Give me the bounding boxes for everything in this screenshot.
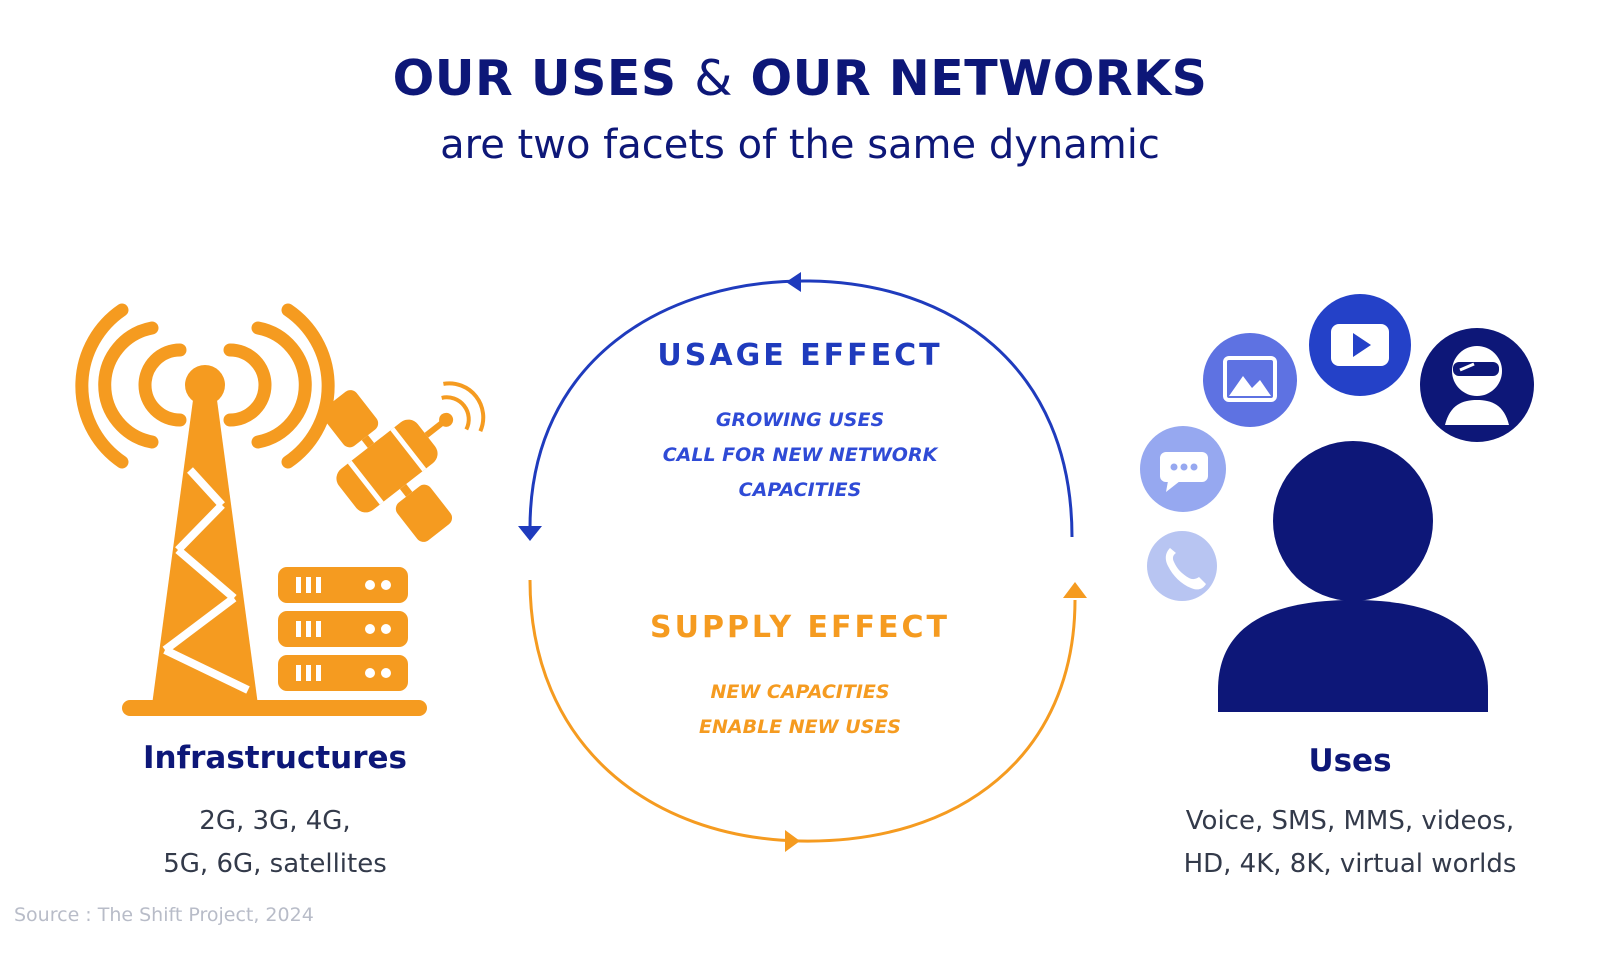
- vr-headset-icon: [1420, 328, 1534, 442]
- page-subtitle: are two facets of the same dynamic: [440, 122, 1160, 168]
- supply-effect-line-1: NEW CAPACITIES: [710, 681, 890, 703]
- title-part1: OUR USES: [392, 50, 677, 107]
- uses-description: Voice, SMS, MMS, videos, HD, 4K, 8K, vir…: [1140, 800, 1560, 886]
- phone-icon: [1147, 531, 1217, 601]
- infrastructures-title: Infrastructures: [143, 740, 407, 776]
- video-play-icon: [1309, 294, 1411, 396]
- source-note: Source : The Shift Project, 2024: [14, 904, 314, 926]
- usage-effect-line-3: CAPACITIES: [738, 479, 862, 501]
- radio-tower-icon: [75, 303, 427, 716]
- arrowhead-down-icon: [518, 526, 542, 541]
- infrastructures-line-1: 2G, 3G, 4G,: [199, 806, 351, 836]
- supply-effect-arc: [528, 579, 1087, 852]
- infrastructures-line-2: 5G, 6G, satellites: [163, 849, 387, 879]
- page-title: OUR USES & OUR NETWORKS: [0, 50, 1600, 107]
- supply-effect-line-2: ENABLE NEW USES: [699, 716, 901, 738]
- usage-effect-title: USAGE EFFECT: [657, 338, 943, 373]
- supply-effect-title: SUPPLY EFFECT: [649, 610, 950, 645]
- uses-title: Uses: [1308, 743, 1392, 779]
- title-part2: OUR NETWORKS: [750, 50, 1208, 107]
- user-icon: [1218, 441, 1488, 712]
- usage-effect-arc: [518, 272, 1074, 541]
- title-ampersand: &: [694, 50, 733, 107]
- chat-icon: [1140, 426, 1226, 512]
- infrastructures-description: 2G, 3G, 4G, 5G, 6G, satellites: [110, 800, 440, 886]
- usage-effect-line-2: CALL FOR NEW NETWORK: [662, 444, 938, 466]
- arrowhead-right-icon: [785, 830, 800, 852]
- satellite-icon: [321, 381, 486, 542]
- server-rack-icon: [278, 567, 408, 691]
- arrowhead-up-icon: [1063, 582, 1087, 598]
- uses-line-2: HD, 4K, 8K, virtual worlds: [1183, 849, 1517, 879]
- arrowhead-left-icon: [786, 272, 801, 292]
- usage-effect-line-1: GROWING USES: [715, 409, 885, 431]
- image-icon: [1203, 333, 1297, 427]
- uses-line-1: Voice, SMS, MMS, videos,: [1185, 806, 1515, 836]
